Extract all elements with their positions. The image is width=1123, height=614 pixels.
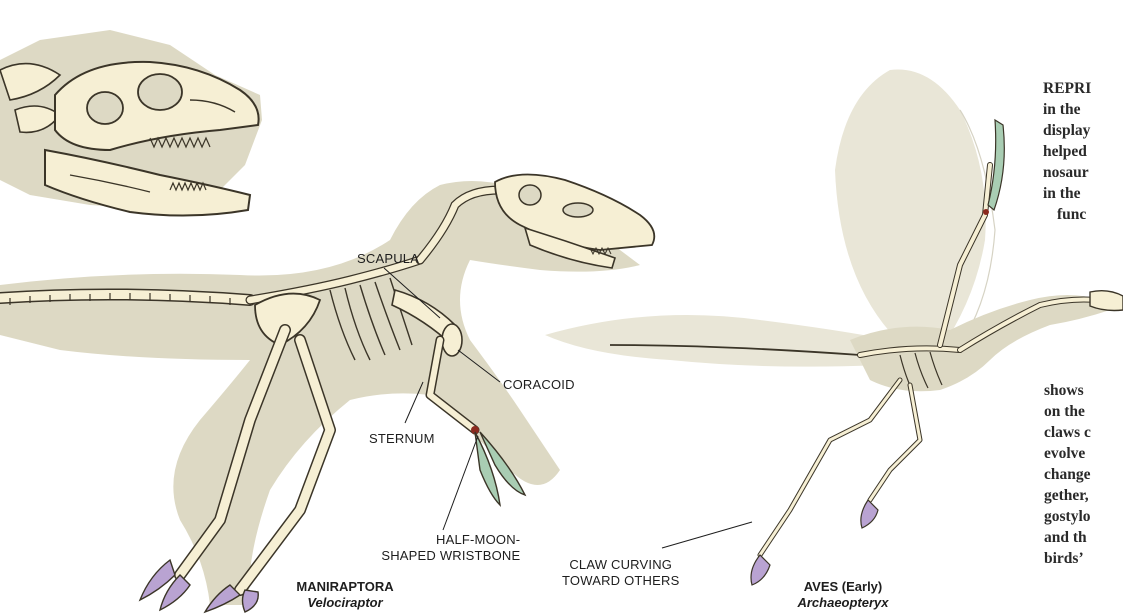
side-text-line: gether, <box>1044 485 1091 506</box>
side-text-top: REPRI in the display helped nosaur in th… <box>1043 78 1091 225</box>
label-scapula: SCAPULA <box>357 251 419 267</box>
taxon-aves-group: AVES (Early) <box>783 579 903 595</box>
side-text-line: func <box>1043 204 1091 225</box>
side-text-line: nosaur <box>1043 162 1091 183</box>
tyrannosaur-skull-icon <box>0 30 262 216</box>
side-text-line: in the <box>1043 183 1091 204</box>
label-sternum: STERNUM <box>369 431 435 447</box>
label-claw-line2: TOWARD OTHERS <box>562 573 679 589</box>
side-text-line: and th <box>1044 527 1091 548</box>
leader-line-claw <box>662 522 752 548</box>
label-claw-line1: CLAW CURVING <box>562 557 679 573</box>
side-text-line: claws c <box>1044 422 1091 443</box>
velociraptor-skeleton-icon <box>0 174 654 612</box>
taxon-maniraptora-genus: Velociraptor <box>290 595 400 611</box>
taxon-aves-genus: Archaeopteryx <box>783 595 903 611</box>
side-text-line: display <box>1043 120 1091 141</box>
side-text-bottom: shows on the claws c evolve change gethe… <box>1044 380 1091 569</box>
label-coracoid: CORACOID <box>503 377 575 393</box>
side-text-line: on the <box>1044 401 1091 422</box>
label-claw: CLAW CURVING TOWARD OTHERS <box>562 557 679 589</box>
side-text-line: birds’ <box>1044 548 1091 569</box>
taxon-maniraptora: MANIRAPTORA Velociraptor <box>290 579 400 611</box>
side-text-line: gostylo <box>1044 506 1091 527</box>
taxon-aves: AVES (Early) Archaeopteryx <box>783 579 903 611</box>
archaeopteryx-skeleton-icon <box>545 70 1123 586</box>
label-wristbone-line1: HALF-MOON- <box>366 532 520 548</box>
side-text-line: in the <box>1043 99 1091 120</box>
label-wristbone: HALF-MOON- SHAPED WRISTBONE <box>366 532 520 564</box>
taxon-maniraptora-group: MANIRAPTORA <box>290 579 400 595</box>
side-text-line: helped <box>1043 141 1091 162</box>
side-text-line: evolve <box>1044 443 1091 464</box>
side-text-line: shows <box>1044 380 1091 401</box>
side-text-line: change <box>1044 464 1091 485</box>
label-wristbone-line2: SHAPED WRISTBONE <box>366 548 520 564</box>
side-text-line: REPRI <box>1043 78 1091 99</box>
